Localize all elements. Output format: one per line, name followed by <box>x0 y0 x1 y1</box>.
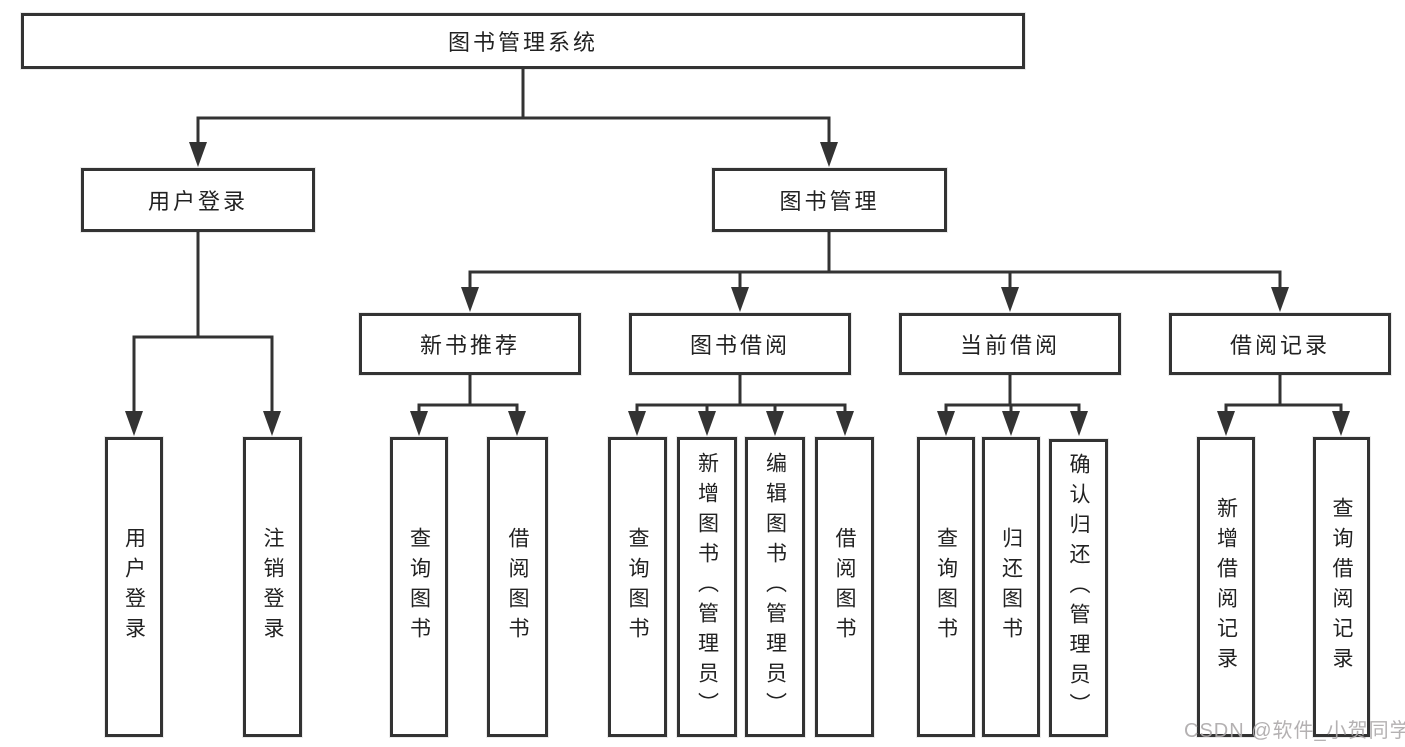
leaf-user-login: 用户登录 <box>105 437 163 737</box>
node-new-book-recommendation: 新书推荐 <box>359 313 581 375</box>
leaf-borrow-books-recommend: 借阅图书 <box>487 437 548 737</box>
leaf-edit-book-admin: 编辑图书（管理员） <box>745 437 805 737</box>
node-library-management-system: 图书管理系统 <box>21 13 1025 69</box>
node-current-borrowing: 当前借阅 <box>899 313 1121 375</box>
leaf-query-books-recommend: 查询图书 <box>390 437 448 737</box>
node-book-borrowing: 图书借阅 <box>629 313 851 375</box>
node-borrowing-records: 借阅记录 <box>1169 313 1391 375</box>
leaf-borrow-books-borrowing: 借阅图书 <box>815 437 874 737</box>
leaf-logout-login: 注销登录 <box>243 437 302 737</box>
node-user-login: 用户登录 <box>81 168 315 232</box>
leaf-add-borrow-record: 新增借阅记录 <box>1197 437 1255 737</box>
leaf-query-books-current: 查询图书 <box>917 437 975 737</box>
leaf-return-books: 归还图书 <box>982 437 1040 737</box>
leaf-query-books-borrowing: 查询图书 <box>608 437 667 737</box>
leaf-query-borrow-record: 查询借阅记录 <box>1313 437 1370 737</box>
csdn-watermark: CSDN @软件_小贺同学 <box>1184 720 1405 742</box>
leaf-confirm-return-admin: 确认归还（管理员） <box>1049 439 1108 737</box>
node-book-management: 图书管理 <box>712 168 947 232</box>
leaf-add-book-admin: 新增图书（管理员） <box>677 437 737 737</box>
